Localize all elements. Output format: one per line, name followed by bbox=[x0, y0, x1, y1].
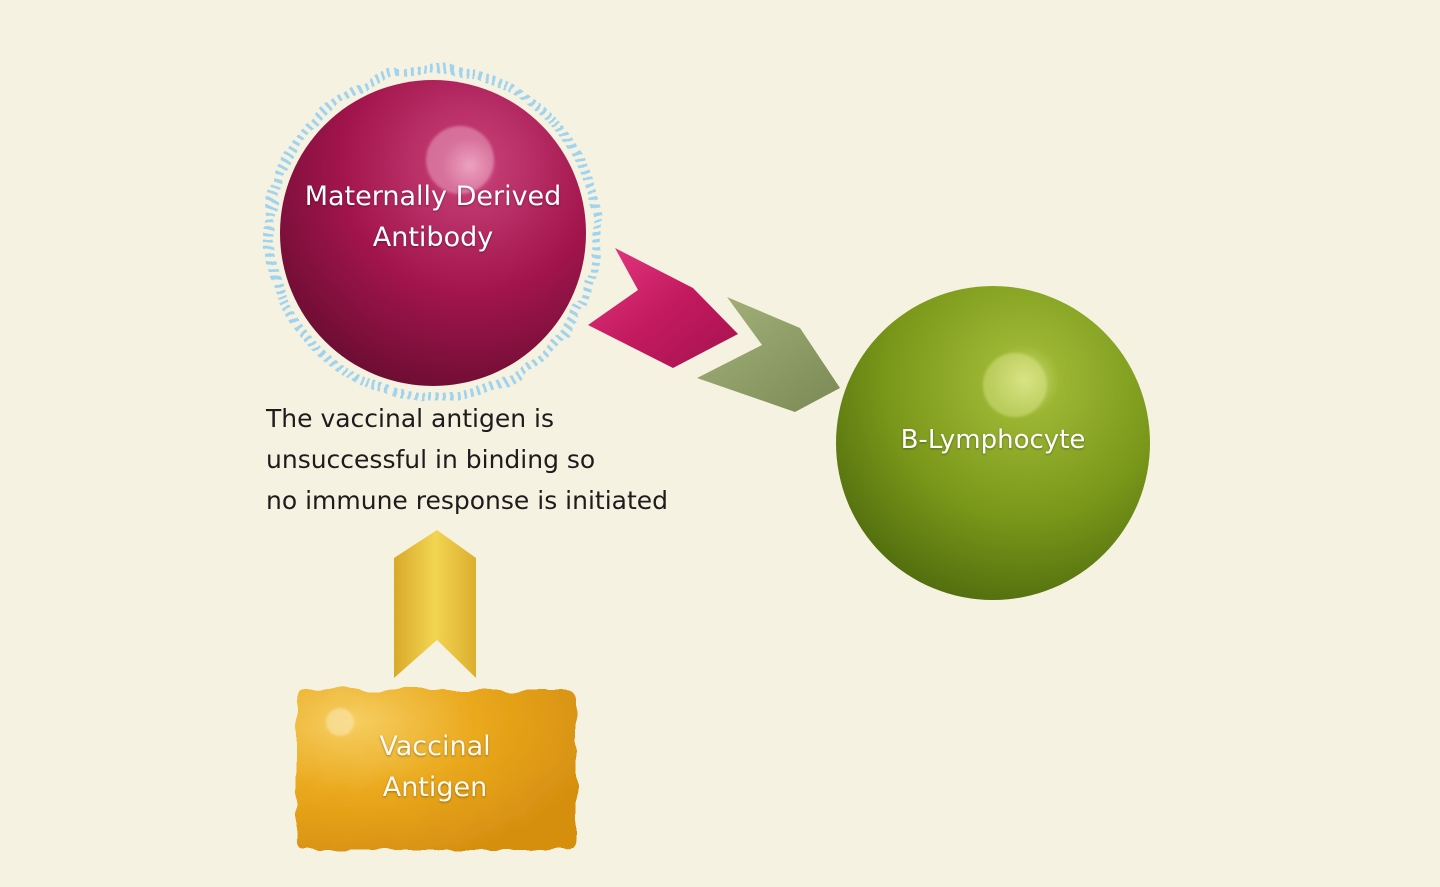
antigen-node bbox=[296, 690, 576, 850]
antibody-label-line-2: Antibody bbox=[372, 222, 494, 253]
antibody-circle bbox=[280, 80, 586, 386]
antigen-label: Vaccinal Antigen bbox=[300, 726, 570, 808]
lymphocyte-node bbox=[836, 286, 1150, 600]
antigen-rect bbox=[296, 690, 576, 850]
antibody-highlight bbox=[426, 126, 494, 194]
antigen-label-line-1: Vaccinal bbox=[379, 731, 491, 762]
antibody-node bbox=[264, 64, 602, 402]
antigen-label-line-2: Antigen bbox=[382, 772, 488, 803]
caption-line-3: no immune response is initiated bbox=[266, 486, 669, 515]
caption-line-1: The vaccinal antigen is bbox=[266, 404, 554, 433]
lymphocyte-label-line-1: B-Lymphocyte bbox=[900, 425, 1086, 455]
lymphocyte-highlight bbox=[983, 353, 1047, 417]
antibody-label-line-1: Maternally Derived bbox=[304, 181, 562, 212]
antibody-fringe bbox=[264, 64, 602, 402]
caption-line-2: unsuccessful in binding so bbox=[266, 445, 596, 474]
lymphocyte-circle bbox=[836, 286, 1150, 600]
lymphocyte-label: B-Lymphocyte bbox=[840, 420, 1146, 461]
antibody-label: Maternally Derived Antibody bbox=[283, 176, 583, 258]
binding-caption: The vaccinal antigen is unsuccessful in … bbox=[266, 398, 726, 521]
yellow-chevron-arrow bbox=[394, 530, 476, 678]
pink-chevron-arrow bbox=[588, 248, 738, 368]
antigen-highlight bbox=[326, 708, 354, 736]
olive-chevron-arrow bbox=[697, 297, 840, 412]
